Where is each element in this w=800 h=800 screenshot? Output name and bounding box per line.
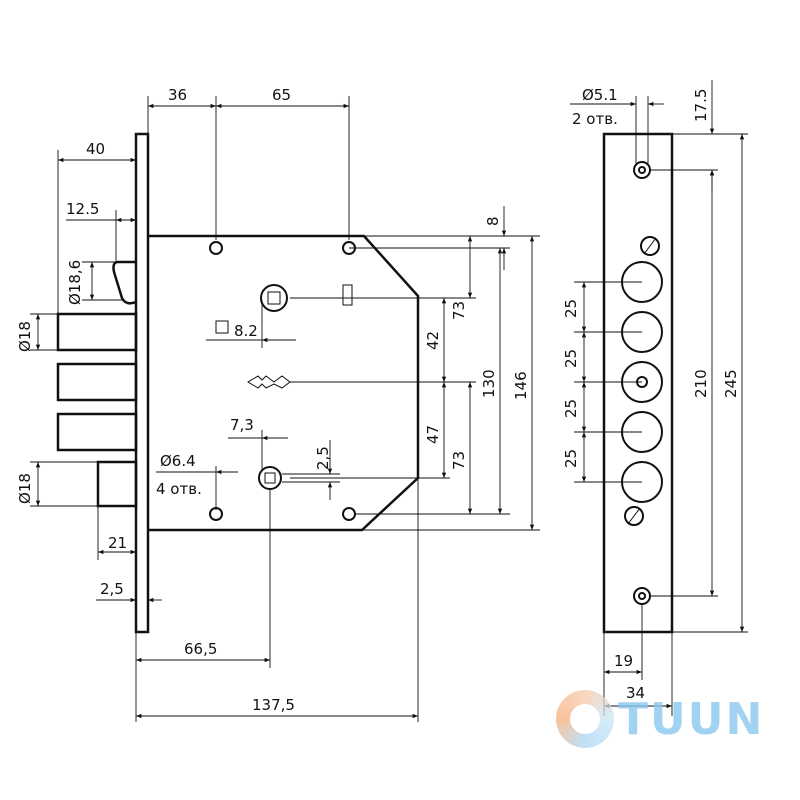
dim-146: 146 — [512, 371, 530, 400]
dim-4-holes: 4 отв. — [156, 480, 202, 498]
dim-42: 42 — [424, 331, 442, 350]
faceplate-dimensions: Ø5.1 2 отв. 17.5 210 245 25 25 25 25 — [562, 80, 748, 716]
dim-12-5: 12.5 — [66, 200, 99, 218]
dim-245: 245 — [722, 369, 740, 398]
dim-25-b: 25 — [562, 349, 580, 368]
dim-65: 65 — [272, 86, 291, 104]
dim-210: 210 — [692, 369, 710, 398]
dim-40: 40 — [86, 140, 105, 158]
dim-18-6: Ø18,6 — [66, 260, 84, 305]
brand-logo: TUUN — [556, 688, 796, 752]
logo-text: TUUN — [618, 694, 765, 745]
faceplate-front — [602, 132, 674, 634]
latch-bolt — [112, 260, 137, 305]
dim-25-a: 25 — [562, 299, 580, 318]
dim-73-bottom: 73 — [450, 451, 468, 470]
lower-bolt — [96, 460, 138, 508]
screw-hole-bottom-inner — [638, 592, 646, 600]
dim-2-holes: 2 отв. — [572, 110, 618, 128]
dim-34: 34 — [626, 684, 645, 702]
dim-25-c: 25 — [562, 399, 580, 418]
lock-body-view — [56, 132, 420, 634]
dim-18-bottom: Ø18 — [16, 473, 34, 504]
slot — [342, 284, 353, 306]
dim-8-2: 8.2 — [234, 322, 258, 340]
dim-2-5-horizontal: 2,5 — [100, 580, 124, 598]
dim-17-5: 17.5 — [692, 89, 710, 122]
dim-66-5: 66,5 — [184, 640, 217, 658]
upper-follower — [260, 284, 288, 312]
lower-follower-square — [264, 472, 276, 484]
dim-2-5-vertical: 2,5 — [314, 446, 332, 470]
dim-25-d: 25 — [562, 449, 580, 468]
dim-6-4: Ø6.4 — [160, 452, 196, 470]
dim-19: 19 — [614, 652, 633, 670]
screw-hole-top-inner — [638, 166, 646, 174]
lock-case — [148, 234, 420, 532]
dim-8: 8 — [484, 216, 502, 226]
square-8-2 — [215, 320, 229, 334]
lock-dimensions: 36 65 40 12.5 Ø18,6 Ø18 Ø18 8.2 — [16, 86, 540, 722]
faceplate — [134, 132, 150, 634]
deadbolt-2 — [56, 362, 138, 402]
dim-18-top: Ø18 — [16, 321, 34, 352]
dim-21: 21 — [108, 534, 127, 552]
upper-follower-square — [267, 291, 281, 305]
mounting-hole-1 — [209, 241, 223, 255]
dim-137-5: 137,5 — [252, 696, 295, 714]
faceplate-front-view — [602, 132, 674, 634]
dim-130: 130 — [480, 369, 498, 398]
lower-follower — [258, 466, 282, 490]
dim-36: 36 — [168, 86, 187, 104]
mounting-hole-4 — [342, 507, 356, 521]
deadbolt-3 — [56, 412, 138, 452]
dim-7-3: 7,3 — [230, 416, 254, 434]
key-cylinder — [247, 375, 291, 389]
dim-47: 47 — [424, 425, 442, 444]
dim-5-1: Ø5.1 — [582, 86, 618, 104]
dim-73-top: 73 — [450, 301, 468, 320]
deadbolt-1 — [56, 312, 138, 352]
